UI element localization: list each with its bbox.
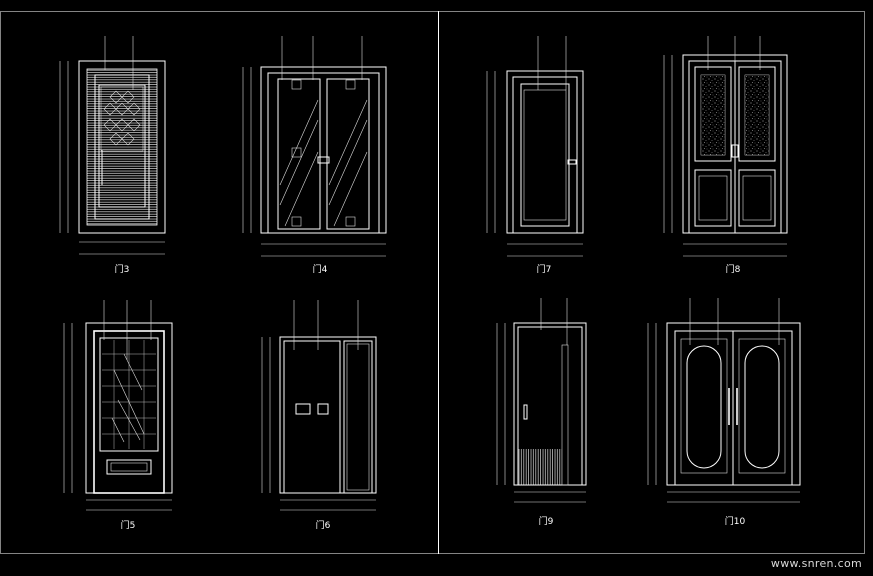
door-elevation-d9: 门9 (496, 298, 587, 527)
door-elevation-d6: 门6 (261, 300, 377, 531)
door-caption-d10: 门10 (725, 515, 746, 527)
door-caption-d7: 门7 (537, 263, 552, 275)
door-caption-d4: 门4 (313, 263, 328, 275)
door-elevation-d8: 门8 (663, 36, 788, 275)
door-elevation-d4: 门4 (242, 36, 387, 275)
door-caption-d8: 门8 (726, 263, 741, 275)
door-caption-d9: 门9 (539, 515, 554, 527)
door-elevation-d7: 门7 (486, 36, 584, 275)
sheet-frame (0, 11, 865, 554)
watermark-text: www.snren.com (771, 557, 862, 570)
door-caption-d3: 门3 (115, 263, 130, 275)
door-caption-d5: 门5 (121, 519, 136, 531)
door-elevation-d5: 门5 (63, 300, 173, 531)
door-elevation-d3: 门3 (59, 36, 166, 275)
door-elevation-d10: 门10 (647, 298, 801, 527)
door-caption-d6: 门6 (316, 519, 331, 531)
